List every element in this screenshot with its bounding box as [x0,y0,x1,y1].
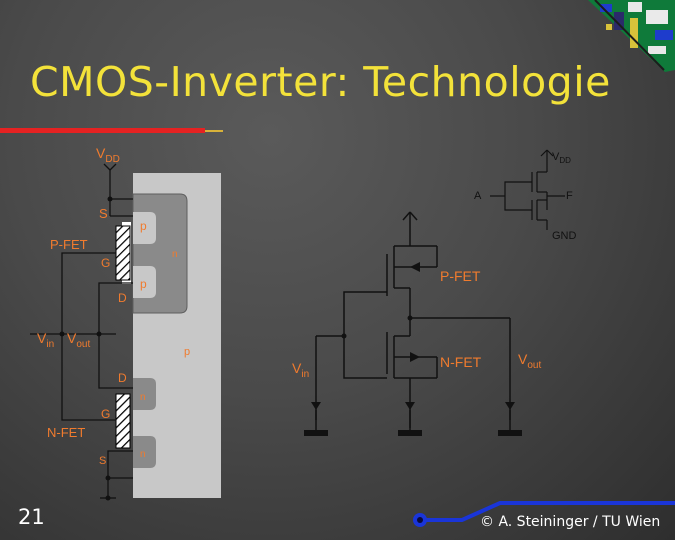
p-diffusion-label-top: p [140,219,147,233]
n-diffusion-label-bottom: n [140,449,146,460]
gate-label-top: G [101,256,110,270]
inset-vdd-label: VDD [552,151,571,165]
p-substrate-label: p [184,346,190,358]
p-fet-label-cross: P-FET [50,237,88,252]
p-fet-arrow [410,262,420,272]
vin-label-cross: Vin [37,330,54,350]
copyright-notice: © A. Steininger / TU Wien [480,514,661,530]
p-fet-label-schematic: P-FET [440,268,481,284]
title-underline [0,128,205,133]
ground-bar-vout [498,430,522,436]
footer-line [413,501,675,527]
ground-bar-source [398,430,422,436]
p-fet-drain-diffusion [133,266,156,298]
n-fet-gate [115,393,131,449]
n-fet-arrow [410,352,420,362]
p-diffusion-label-bottom: p [140,277,147,291]
p-fet-source-diffusion [133,212,156,244]
n-fet-label-schematic: N-FET [440,354,482,370]
inset-output-label: F [566,190,573,202]
vdd-label: VDD [96,145,120,165]
slide-title: CMOS-Inverter: Technologie [30,58,611,106]
inset-input-label: A [474,190,482,202]
inset-gnd-label: GND [552,230,577,242]
cross-section: VDD S P-FET G D p n p Vin Vout p D n G N… [30,145,221,501]
inset-inverter [490,149,565,230]
ground-bar-vin [304,430,328,436]
p-fet-gate [115,225,131,281]
inverter-schematic [315,211,511,428]
n-fet-label-cross: N-FET [47,425,85,440]
source-label-top: S [99,206,108,221]
n-fet-drain-diffusion [133,378,156,410]
drain-label-bottom: D [118,371,127,385]
source-label-bottom: S [99,455,106,467]
vout-label-cross: Vout [67,330,90,350]
n-diffusion-label-top: n [140,392,146,403]
gate-label-bottom: G [101,407,110,421]
n-fet-source-diffusion [133,436,156,468]
title-underline-accent [205,130,223,132]
page-number: 21 [18,505,45,529]
drain-label-top: D [118,291,127,305]
vin-label-schematic: Vin [292,360,309,380]
n-well-label: n [172,249,178,260]
vout-label-schematic: Vout [518,351,541,371]
